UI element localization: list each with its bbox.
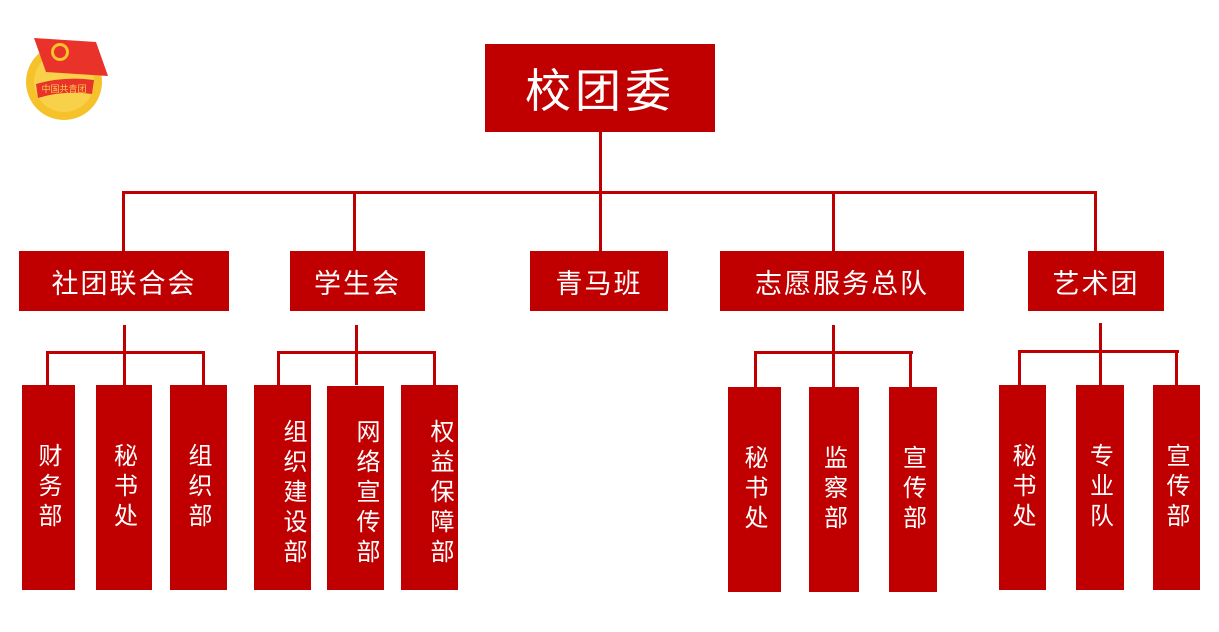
connector: [1094, 191, 1097, 251]
department-node: 组织建设部: [254, 385, 311, 590]
department-node: 监察部: [809, 387, 859, 592]
branch-node: 艺术团: [1028, 251, 1164, 311]
connector: [832, 325, 835, 387]
connector: [46, 351, 49, 385]
department-node: 专业队: [1076, 385, 1124, 590]
connector: [832, 191, 835, 251]
svg-text:中国共青团: 中国共青团: [41, 83, 86, 95]
communist-youth-league-emblem-icon: 中国共青团: [26, 38, 108, 120]
connector: [433, 351, 436, 385]
connector: [1175, 350, 1178, 385]
department-node: 组织部: [170, 385, 227, 590]
department-node: 秘书处: [728, 387, 781, 592]
department-node: 宣传部: [1153, 385, 1200, 590]
department-node: 秘书处: [999, 385, 1046, 590]
connector: [599, 132, 602, 192]
department-node: 宣传部: [889, 387, 937, 592]
connector: [46, 351, 205, 354]
branch-node: 社团联合会: [19, 251, 229, 311]
department-node: 秘书处: [96, 385, 152, 590]
department-node: 财务部: [22, 385, 75, 590]
branch-node: 志愿服务总队: [720, 251, 964, 311]
connector: [599, 191, 602, 251]
branch-node: 青马班: [530, 251, 668, 311]
connector: [754, 351, 757, 387]
connector: [122, 191, 125, 251]
connector: [909, 351, 912, 387]
connector: [1099, 323, 1102, 385]
root-node: 校团委: [485, 44, 715, 132]
connector: [754, 351, 913, 354]
connector: [1018, 350, 1021, 385]
department-node: 权益保障部: [401, 385, 458, 590]
connector: [1018, 350, 1179, 353]
connector: [123, 325, 126, 385]
department-node: 网络宣传部: [327, 386, 384, 590]
connector: [277, 351, 436, 354]
connector: [122, 191, 1097, 194]
connector: [202, 351, 205, 385]
connector: [277, 351, 280, 385]
connector: [355, 325, 358, 385]
branch-node: 学生会: [290, 251, 425, 311]
connector: [353, 191, 356, 251]
